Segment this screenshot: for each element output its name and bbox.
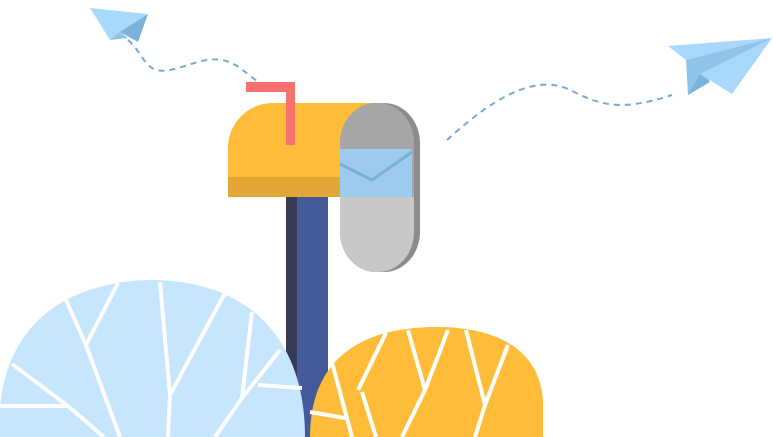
flight-path-left (127, 39, 263, 86)
blue-bush (0, 280, 305, 437)
yellow-bush (309, 326, 543, 437)
envelope-icon (339, 149, 413, 197)
mailbox (228, 82, 420, 272)
mailbox-flag (246, 82, 295, 145)
flight-path-right (446, 83, 673, 141)
paper-plane-right-icon (668, 38, 772, 95)
paper-plane-left-icon (90, 8, 148, 42)
